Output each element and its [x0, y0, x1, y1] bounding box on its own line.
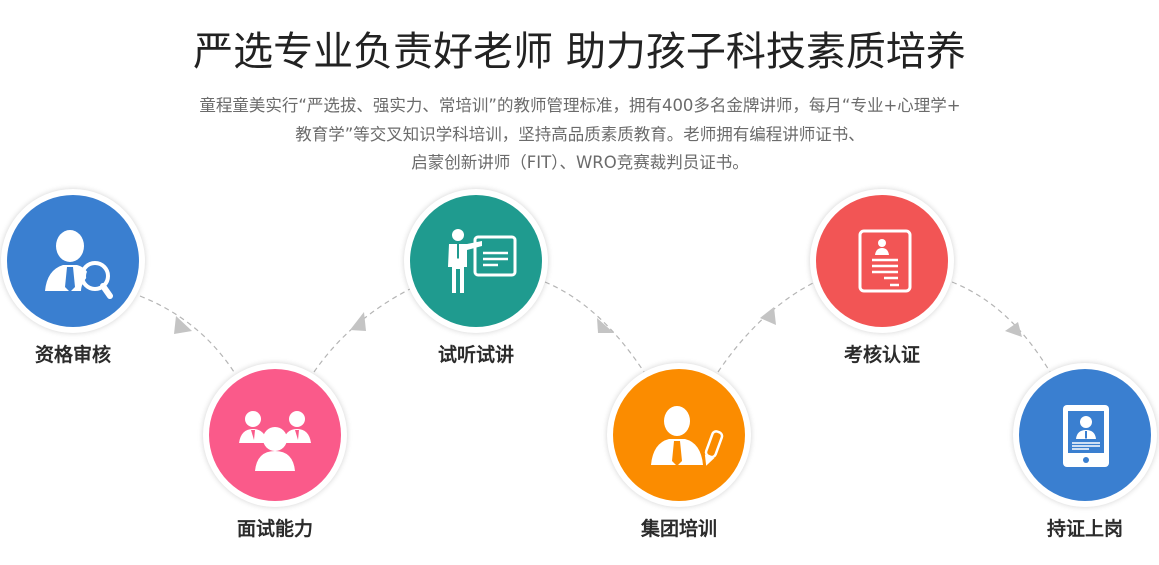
step-label: 试听试讲: [437, 344, 514, 366]
connector-4-5: [717, 281, 816, 373]
arrow-icon: [760, 307, 776, 325]
description-line: 启蒙创新讲师（FIT）、WRO竞赛裁判员证书。: [411, 153, 749, 172]
step-trial-lecture: [404, 189, 548, 333]
step-label: 资格审核: [34, 344, 111, 366]
step-label: 持证上岗: [1046, 518, 1123, 540]
arrow-icon: [350, 312, 366, 331]
user-pencil-icon: [651, 406, 724, 466]
step-disc: [7, 195, 139, 327]
step-disc: [613, 369, 745, 501]
connector-5-6: [951, 281, 1051, 373]
step-label: 考核认证: [843, 344, 920, 366]
arrow-icon: [1005, 322, 1022, 337]
description-line: 童程童美实行“严选拔、强实力、常培训”的教师管理标准，拥有400多名金牌讲师，每…: [199, 96, 961, 115]
page-title: 严选专业负责好老师 助力孩子科技素质培养: [193, 29, 966, 75]
tablet-profile-icon: [1063, 405, 1109, 467]
step-qualification-review: [1, 189, 145, 333]
step-label: 集团培训: [640, 518, 717, 540]
certificate-document-icon: [858, 229, 912, 293]
user-group-icon: [239, 411, 311, 471]
step-group-training: [607, 363, 751, 507]
step-interview-ability: [203, 363, 347, 507]
connector-1-2: [139, 295, 235, 373]
presenter-board-icon: [448, 229, 517, 293]
step-label: 面试能力: [236, 518, 313, 540]
connector-2-3: [313, 288, 411, 373]
arrow-icon: [174, 316, 192, 334]
step-disc: [816, 195, 948, 327]
description-line: 教育学”等交叉知识学科培训，坚持高品质素质教育。老师拥有编程讲师证书、: [295, 124, 865, 144]
step-disc: [1019, 369, 1151, 501]
step-disc: [209, 369, 341, 501]
intro-description: 童程童美实行“严选拔、强实力、常培训”的教师管理标准，拥有400多名金牌讲师，每…: [140, 92, 1020, 178]
connector-3-4: [544, 281, 645, 373]
user-search-icon: [45, 230, 113, 299]
step-assessment-certification: [810, 189, 954, 333]
arrow-icon: [597, 318, 614, 333]
step-disc: [410, 195, 542, 327]
step-certified-onboard: [1013, 363, 1157, 507]
